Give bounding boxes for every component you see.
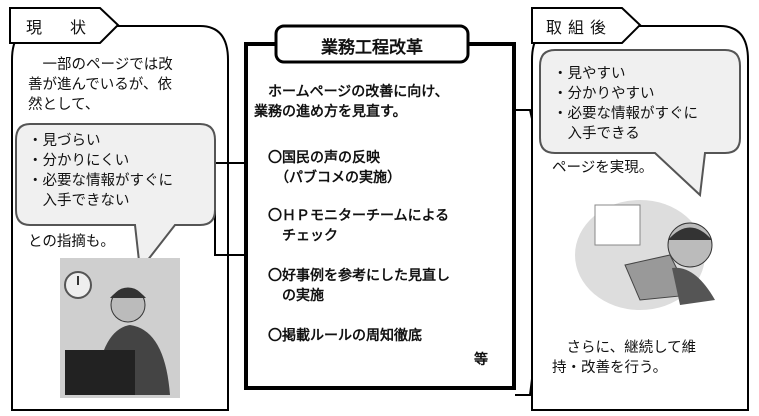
current-speech-bubble — [15, 123, 216, 273]
office-worker-illustration — [60, 258, 180, 398]
after-benefits: ・見やすい ・分かりやすい ・必要な情報がすぐに 入手できる — [553, 66, 698, 142]
after-tag: 取組後 — [546, 18, 613, 37]
center-lead: ホームページの改善に向け、 業務の進め方を見直す。 — [254, 84, 449, 120]
current-tag: 現 状 — [26, 18, 93, 37]
after-realize: ページを実現。 — [552, 160, 654, 176]
center-item-2: 〇ＨＰモニターチームによる チェック — [268, 208, 450, 244]
after-tag-shape — [531, 7, 642, 44]
current-issues: ・見づらい ・分かりにくい ・必要な情報がすぐに 入手できない — [28, 133, 173, 209]
current-outro: との指摘も。 — [28, 234, 115, 250]
center-item-1: 〇国民の声の反映 （パブコメの実施） — [268, 150, 401, 186]
current-intro: 一部のページでは改 善が進んでいるが、依 然として、 — [28, 57, 173, 113]
center-title: 業務工程改革 — [321, 38, 423, 58]
center-box — [244, 42, 516, 390]
center-item-3: 〇好事例を参考にした見直し の実施 — [268, 268, 450, 304]
happy-user-illustration — [575, 200, 715, 310]
current-tag-shape — [9, 7, 120, 44]
after-outro: さらに、継続して維 持・改善を行う。 — [552, 340, 697, 376]
after-speech-bubble — [539, 49, 741, 198]
center-etc: 等 — [474, 352, 488, 368]
center-item-4: 〇掲載ルールの周知徹底 — [268, 328, 422, 344]
center-title-box — [274, 24, 470, 64]
